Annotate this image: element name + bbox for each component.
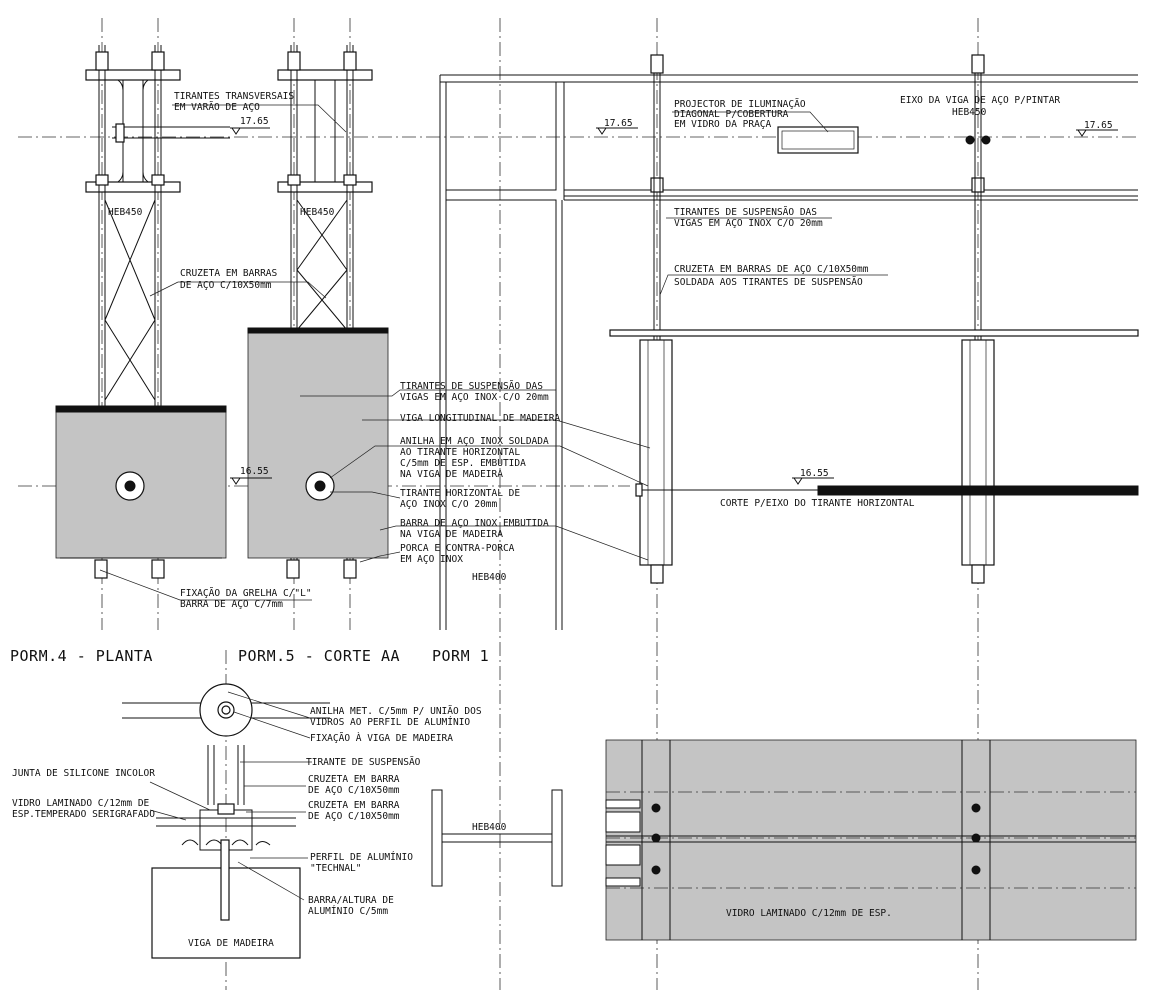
level-lower-plan: 16.55 — [240, 466, 269, 477]
label-porca-2: EM AÇO INOX — [400, 554, 463, 565]
label-glass-plan: VIDRO LAMINADO C/12mm DE ESP. — [726, 908, 892, 919]
label-projector: PROJECTOR DE ILUMINAÇÃO — [674, 99, 806, 110]
label-det-cruz-b: CRUZETA EM BARRA — [308, 800, 400, 811]
profile-heb450-plan: HEB450 — [108, 207, 143, 218]
label-fixacao: FIXAÇÃO DA GRELHA C/"L" — [180, 588, 312, 599]
label-corte: CORTE P/EIXO DO TIRANTE HORIZONTAL — [720, 498, 915, 509]
label-det-vidro: VIDRO LAMINADO C/12mm DE — [12, 798, 150, 809]
label-susp: TIRANTES DE SUSPENSÃO DAS — [400, 381, 543, 392]
label-elev-susp-2: VIGAS EM AÇO INOX C/O 20mm — [674, 218, 823, 229]
drawing-text: PORM.4 - PLANTA PORM.5 - CORTE AA PORM 1… — [10, 91, 1113, 949]
label-cruzeta: CRUZETA EM BARRAS — [180, 268, 278, 279]
label-anilha-3: C/5mm DE ESP. EMBUTIDA — [400, 458, 526, 469]
label-eixo-2: HEB450 — [952, 107, 987, 118]
plan-view-porm4 — [55, 45, 230, 579]
label-elev-cruz: CRUZETA EM BARRAS DE AÇO C/10X50mm — [674, 264, 869, 275]
level-upper-plan: 17.65 — [240, 116, 269, 127]
profile-heb450-section: HEB450 — [300, 207, 335, 218]
connection-detail — [122, 683, 330, 959]
label-det-anilha-2: VIDROS AO PERFIL DE ALUMÍNIO — [310, 716, 470, 728]
label-barra: BARRA DE AÇO INOX EMBUTIDA — [400, 518, 549, 529]
label-projector-2: DIAGONAL P/COBERTURA — [674, 109, 789, 120]
level-lower-elev: 16.55 — [800, 468, 829, 479]
label-det-barra: BARRA/ALTURA DE — [308, 895, 394, 906]
label-projector-3: EM VIDRO DA PRAÇA — [674, 119, 772, 130]
label-anilha: ANILHA EM AÇO INOX SOLDADA — [400, 436, 549, 447]
elevation-porm1 — [439, 54, 1139, 630]
label-det-anilha-3: FIXAÇÃO À VIGA DE MADEIRA — [310, 732, 453, 744]
label-det-anilha: ANILHA MET. C/5mm P/ UNIÃO DOS — [310, 706, 482, 717]
label-elev-cruz-2: SOLDADA AOS TIRANTES DE SUSPENSÃO — [674, 277, 863, 288]
title-porm1: PORM 1 — [432, 647, 489, 665]
label-det-junta: JUNTA DE SILICONE INCOLOR — [12, 768, 155, 779]
label-det-cruz-a-2: DE AÇO C/10X50mm — [308, 785, 400, 796]
label-susp-2: VIGAS EM AÇO INOX C/O 20mm — [400, 392, 549, 403]
label-det-cruz-b-2: DE AÇO C/10X50mm — [308, 811, 400, 822]
label-det-barra-2: ALUMÍNIO C/5mm — [308, 905, 388, 917]
label-viga-long: VIGA LONGITUDINAL DE MADEIRA — [400, 413, 560, 424]
level-upper-right: 17.65 — [1084, 120, 1113, 131]
leader-lines — [99, 104, 888, 901]
profile-heb400-detail: HEB400 — [472, 822, 507, 833]
label-fixacao-2: BARRA DE AÇO C/7mm — [180, 599, 283, 610]
label-det-perfil: PERFIL DE ALUMÍNIO — [310, 851, 413, 863]
title-porm5: PORM.5 - CORTE AA — [238, 647, 400, 665]
label-tirantes-transversais-2: EM VARÃO DE AÇO — [174, 102, 260, 113]
label-det-cruz-a: CRUZETA EM BARRA — [308, 774, 400, 785]
level-upper-elev: 17.65 — [604, 118, 633, 129]
label-det-vidro-2: ESP.TEMPERADO SERIGRAFADO — [12, 809, 155, 820]
section-view-porm5 — [247, 45, 389, 579]
label-tirante-horizontal-2: AÇO INOX C/O 20mm — [400, 499, 498, 510]
label-det-tirante: TIRANTE DE SUSPENSÃO — [306, 757, 421, 768]
label-det-perfil-2: "TECHNAL" — [310, 863, 361, 874]
level-markers — [230, 127, 1118, 485]
label-porca: PORCA E CONTRA-PORCA — [400, 543, 515, 554]
label-det-viga-madeira: VIGA DE MADEIRA — [188, 938, 274, 949]
label-barra-2: NA VIGA DE MADEIRA — [400, 529, 503, 540]
title-porm4: PORM.4 - PLANTA — [10, 647, 153, 665]
label-cruzeta-2: DE AÇO C/10X50mm — [180, 280, 272, 291]
glass-plan — [431, 739, 1137, 941]
label-eixo: EIXO DA VIGA DE AÇO P/PINTAR — [900, 95, 1060, 106]
label-anilha-4: NA VIGA DE MADEIRA — [400, 469, 503, 480]
label-tirantes-transversais: TIRANTES TRANSVERSAIS — [174, 91, 294, 102]
label-anilha-2: AO TIRANTE HORIZONTAL — [400, 447, 520, 458]
profile-heb400-section: HEB400 — [472, 572, 507, 583]
label-tirante-horizontal: TIRANTE HORIZONTAL DE — [400, 488, 520, 499]
label-elev-susp: TIRANTES DE SUSPENSÃO DAS — [674, 207, 817, 218]
